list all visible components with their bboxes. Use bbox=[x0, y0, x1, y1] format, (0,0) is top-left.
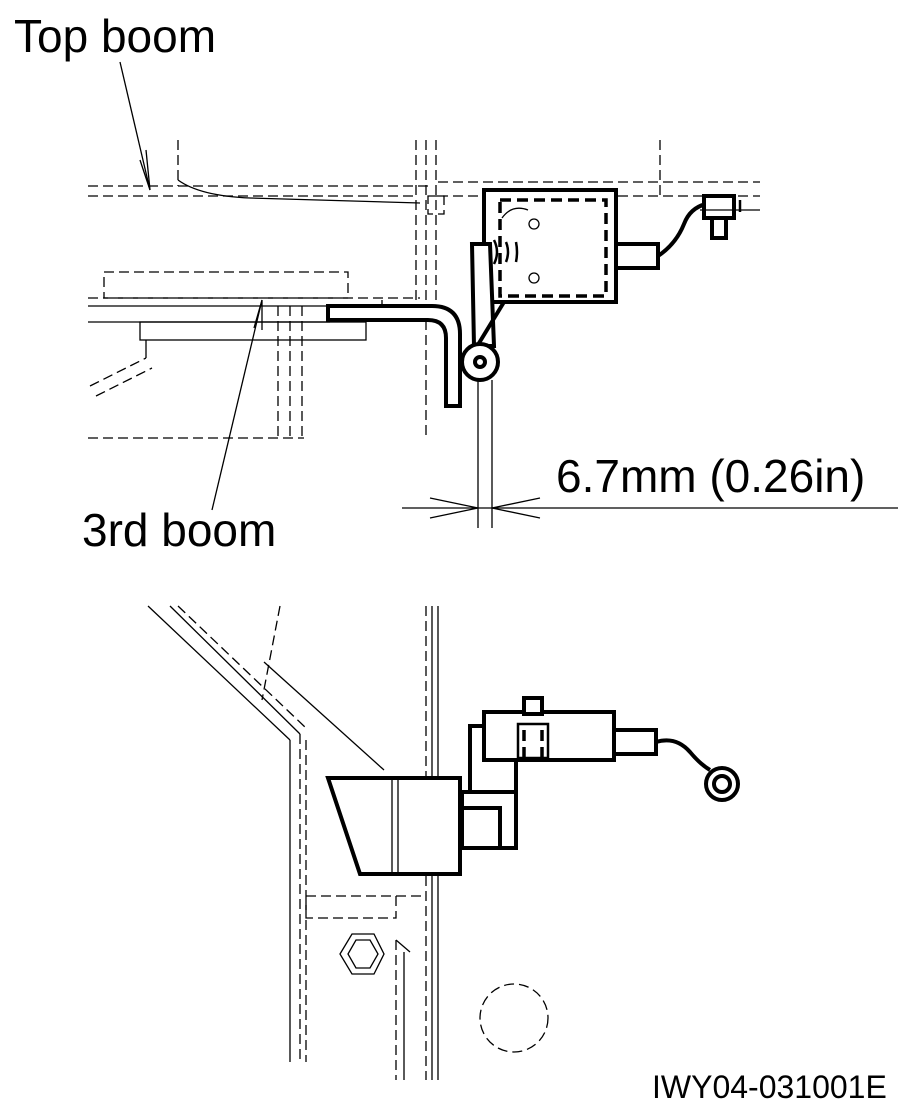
side-boom-structure bbox=[147, 605, 549, 1080]
side-view bbox=[147, 605, 740, 1080]
third-boom-structure bbox=[88, 271, 420, 439]
striker-bracket bbox=[326, 304, 462, 408]
hex-bolt-head bbox=[339, 933, 385, 975]
figure-id-label: IWY04-031001E bbox=[652, 1069, 887, 1105]
third-boom-label: 3rd boom bbox=[82, 504, 276, 556]
top-boom-structure bbox=[88, 140, 760, 440]
switch-lever bbox=[460, 242, 506, 382]
side-limit-switch bbox=[460, 696, 740, 850]
striker-block bbox=[325, 776, 462, 876]
dimension-label: 6.7mm (0.26in) bbox=[556, 450, 865, 502]
top-boom-label: Top boom bbox=[14, 10, 216, 62]
clearance-dimension bbox=[402, 380, 898, 528]
limit-switch bbox=[482, 188, 660, 304]
switch-cable bbox=[656, 194, 760, 258]
top-view bbox=[88, 61, 898, 528]
leader-lines bbox=[119, 61, 263, 511]
hidden-bolt bbox=[479, 983, 549, 1053]
